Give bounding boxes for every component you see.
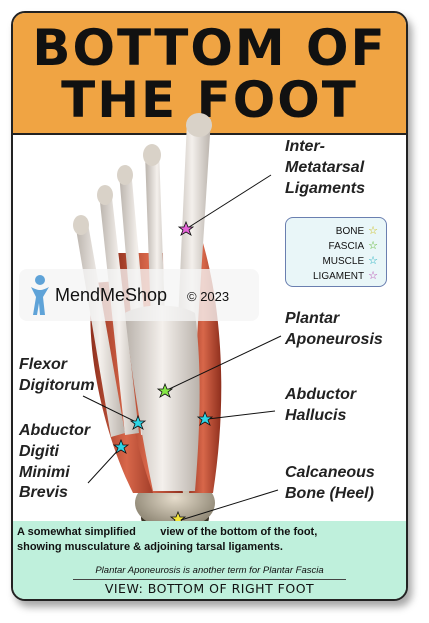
watermark-brand: MendMeShop (55, 285, 168, 305)
star-icon: ☆ (368, 240, 378, 252)
label-line: Hallucis (285, 406, 347, 424)
leader-flexor (82, 395, 139, 424)
label-inter-metatarsal: Inter- Metatarsal Ligaments (285, 137, 365, 199)
person-logo-icon (31, 275, 49, 315)
star-icon: ☆ (368, 255, 378, 267)
label-line: Aponeurosis (285, 330, 383, 348)
label-line: Brevis (19, 484, 68, 502)
star-digiti (112, 438, 130, 454)
star-hallucis (196, 410, 214, 426)
watermark-copyright: © 2023 (187, 289, 230, 304)
label-line: Abductor (285, 386, 357, 403)
legend-item-ligament: LIGAMENT☆ (313, 269, 378, 282)
star-ligament (177, 220, 195, 236)
footer-note: Plantar Aponeurosis is another term for … (95, 565, 324, 576)
leader-calcaneous (180, 489, 279, 521)
label-line: Inter- (285, 138, 325, 155)
footer-view: VIEW: BOTTOM OF RIGHT FOOT (104, 581, 315, 596)
legend-item-fascia: FASCIA☆ (329, 239, 378, 252)
legend-label: MUSCLE (322, 256, 365, 267)
label-line: Ligaments (285, 179, 366, 197)
label-line: Digiti (19, 442, 59, 460)
label-plantar-aponeurosis: Plantar Aponeurosis (285, 309, 383, 351)
star-fascia (156, 382, 174, 398)
title-banner: BOTTOM OF THE FOOT (13, 13, 406, 135)
label-flexor-digitorum: Flexor Digitorum (19, 355, 95, 397)
legend-item-muscle: MUSCLE☆ (322, 254, 378, 267)
label-line: Metatarsal (285, 158, 365, 176)
label-line: Abductor (19, 422, 91, 439)
label-line: Flexor (19, 356, 68, 373)
legend-label: FASCIA (328, 241, 365, 252)
footer-panel: A somewhat simplified view of the bottom… (13, 521, 406, 599)
label-line: Minimi (19, 463, 70, 481)
label-line: Calcaneous (285, 464, 375, 481)
leader-abductor-digiti (87, 446, 122, 484)
label-abductor-hallucis: Abductor Hallucis (285, 385, 356, 427)
star-icon: ☆ (368, 270, 378, 282)
legend-label: BONE (335, 226, 365, 237)
title-line-2: THE FOOT (61, 71, 358, 129)
legend-label: LIGAMENT (313, 271, 365, 282)
diagram-card: BOTTOM OF THE FOOT (11, 11, 408, 601)
marker-stars (112, 220, 214, 523)
footer-line-2: showing musculature & adjoining tarsal l… (17, 540, 283, 553)
leader-plantar (164, 335, 282, 392)
label-line: Bone (Heel) (285, 484, 374, 502)
legend: BONE☆ FASCIA☆ MUSCLE☆ LIGAMENT☆ (285, 217, 387, 287)
star-icon: ☆ (368, 225, 378, 237)
title-line-1: BOTTOM OF (32, 19, 387, 77)
leader-abductor-hallucis (207, 410, 276, 420)
legend-item-bone: BONE☆ (336, 224, 378, 237)
footer-description: A somewhat simplified view of the bottom… (17, 525, 402, 555)
plantar-fascia (125, 305, 200, 491)
label-line: Plantar (285, 310, 340, 327)
footer-divider (73, 579, 346, 580)
footer-line-1: A somewhat simplified view of the bottom… (17, 526, 318, 538)
label-calcaneous: Calcaneous Bone (Heel) (285, 463, 375, 505)
foot-illustration (73, 113, 282, 523)
label-abductor-digiti: Abductor Digiti Minimi Brevis (19, 421, 90, 504)
label-line: Digitorum (19, 376, 95, 394)
star-flexor (129, 414, 147, 430)
leader-inter-metatarsal (185, 174, 272, 230)
watermark: MendMeShop © 2023 (19, 269, 259, 321)
